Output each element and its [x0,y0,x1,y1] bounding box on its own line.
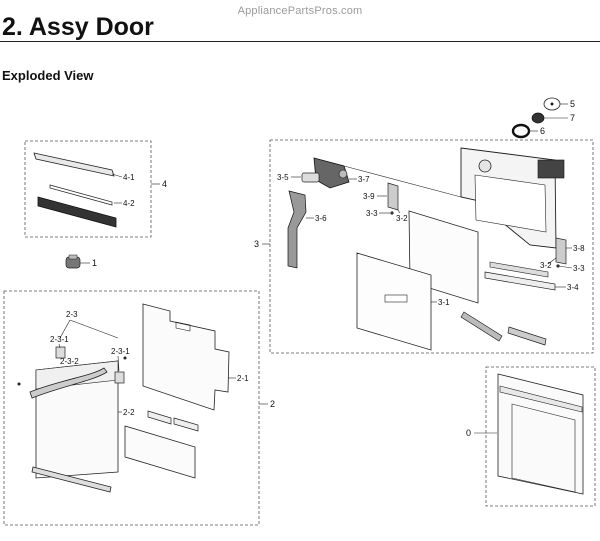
callout-1: 1 [92,258,97,268]
part-3-8-hinge-right [555,237,567,265]
part-2-2-outer-panel [17,356,127,479]
part-2-bottom-strip [31,466,112,493]
part-1-knob [65,254,81,269]
part-2-insulation-blocks [124,410,199,479]
page-title: 2. Assy Door [2,13,154,41]
group-box-4 [24,140,152,238]
part-3-9-hinge-bracket [387,182,399,211]
group-box-3 [269,139,594,354]
part-2-3-1-bracket-right [114,371,125,384]
part-7-spring [531,112,545,124]
leader-2-3 [59,319,71,339]
section-subtitle: Exploded View [2,68,94,83]
part-4-2-vent-strip [37,184,117,228]
part-3-6-arm [287,190,307,269]
part-2-1-insulation [142,303,230,411]
leader-3-3b [558,265,573,269]
leader-2-3-1b [117,355,120,372]
callout-3-3-left: 3-3 [366,209,378,218]
callout-4-2: 4-2 [123,199,135,208]
callout-3-9: 3-9 [363,192,375,201]
callout-2-3-2: 2-3-2 [60,357,79,366]
leader-4-1 [111,173,123,178]
leader-liner-to-dispenser [343,165,462,198]
part-3-7-detergent-dispenser [313,157,350,189]
callout-3-3-right: 3-3 [573,264,585,273]
callout-3-7: 3-7 [358,175,370,184]
leader-3-2a [397,209,401,214]
callout-7: 7 [570,113,575,123]
callout-4: 4 [162,179,167,189]
part-3-3-screws [390,211,560,268]
watermark: AppliancePartsPros.com [237,5,363,17]
part-3-1-inner-panel [356,210,479,351]
callout-3-2-left: 3-2 [396,214,408,223]
callout-5: 5 [570,99,575,109]
callout-4-1: 4-1 [123,173,135,182]
callout-3-4: 3-4 [567,283,579,292]
part-4-1-trim-strip [33,152,115,177]
group-box-2 [3,290,260,526]
leader-3-2b [547,257,557,265]
part-3-5-seal [301,172,320,183]
part-2-3-1-bracket-left [55,346,66,359]
part-0-complete-door [485,366,596,507]
callout-3-1: 3-1 [438,298,450,307]
callout-2-2: 2-2 [123,408,135,417]
part-6-ring [511,123,531,139]
callout-2-1: 2-1 [237,374,249,383]
callout-2-3: 2-3 [66,310,78,319]
callout-0: 0 [466,428,471,438]
callout-2-3-1-left: 2-3-1 [50,335,69,344]
part-5-cap [543,97,561,111]
part-3-4-rail [484,261,556,291]
callout-3-8: 3-8 [573,244,585,253]
callout-3-5: 3-5 [277,173,289,182]
callout-2-3-1-right: 2-3-1 [111,347,130,356]
title-divider [0,41,600,42]
callout-3-2-right: 3-2 [540,261,552,270]
leader-2-3-1a [58,343,61,349]
leader-2-3b [69,319,119,339]
callout-6: 6 [540,126,545,136]
callout-3: 3 [254,239,259,249]
part-3-lower-hinges [460,311,547,346]
callout-2: 2 [270,399,275,409]
callout-3-6: 3-6 [315,214,327,223]
